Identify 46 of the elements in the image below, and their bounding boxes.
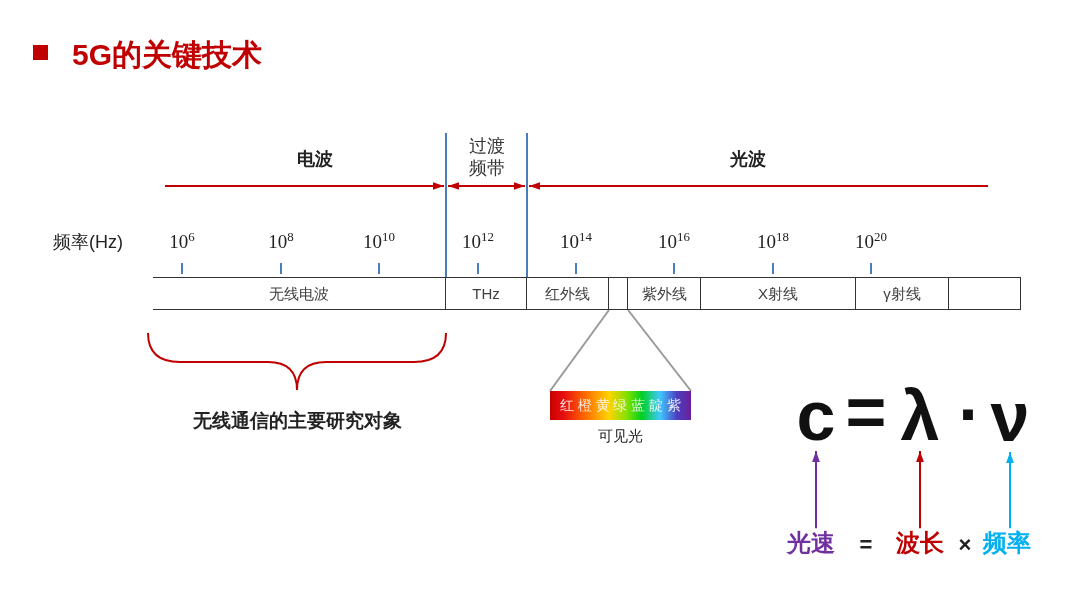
formula-term: 频率: [983, 529, 1031, 557]
arrow: [1006, 451, 1014, 530]
spectrum-band: [628, 277, 701, 310]
formula-symbol: λ: [900, 381, 940, 451]
brace-caption: 无线通信的主要研究对象: [192, 409, 402, 433]
tick-label: 10$^{20}$: [855, 230, 887, 254]
spectrum-band: [856, 277, 949, 310]
arrow: [916, 450, 924, 530]
equals-sign: =: [845, 377, 887, 447]
band-label: γ射线: [883, 284, 921, 303]
formula-symbol: c: [796, 381, 836, 451]
spectrum-band: [153, 277, 446, 310]
band-label: 过渡频带: [468, 136, 506, 180]
band-label: 电波: [297, 149, 333, 171]
color-names: 红 橙 黄 绿 蓝 靛 紫: [559, 397, 682, 414]
spectrum-band: [949, 277, 1021, 310]
spectrum-band: [446, 277, 527, 310]
band-label: 光波: [730, 149, 766, 171]
spectrum-strip: [550, 391, 691, 420]
tick-label: 10$^{18}$: [757, 230, 789, 254]
formula-term: 光速: [787, 529, 835, 557]
arrow: [812, 450, 820, 530]
spectrum-band: [701, 277, 856, 310]
band-label: 无线电波: [269, 284, 329, 303]
tick-label: 10$^{8}$: [268, 230, 294, 254]
node-caption: 可见光: [598, 427, 643, 445]
times-sign: ×: [958, 532, 972, 558]
tick-label: 10$^{12}$: [462, 230, 494, 254]
band-label: 红外线: [545, 284, 590, 303]
band-label: X射线: [758, 284, 798, 303]
axis-label: 频率(Hz): [53, 232, 123, 254]
formula-symbol: ν: [990, 382, 1030, 452]
zoom-line: [549, 309, 610, 392]
tick-label: 10$^{16}$: [658, 230, 690, 254]
spectrum-band: [527, 277, 609, 310]
band-label: 紫外线: [641, 284, 687, 303]
dot-operator: ·: [958, 379, 982, 449]
equals-sign: =: [859, 532, 873, 558]
tick-label: 10$^{10}$: [363, 230, 395, 254]
slide-title: 5G的关键技术: [72, 37, 263, 73]
zoom-line: [627, 309, 692, 392]
tick-label: 10$^{6}$: [169, 230, 195, 254]
spectrum-band: [609, 277, 628, 310]
band-label: THz: [472, 284, 500, 303]
formula-term: 波长: [896, 529, 944, 557]
tick-label: 10$^{14}$: [560, 230, 592, 254]
